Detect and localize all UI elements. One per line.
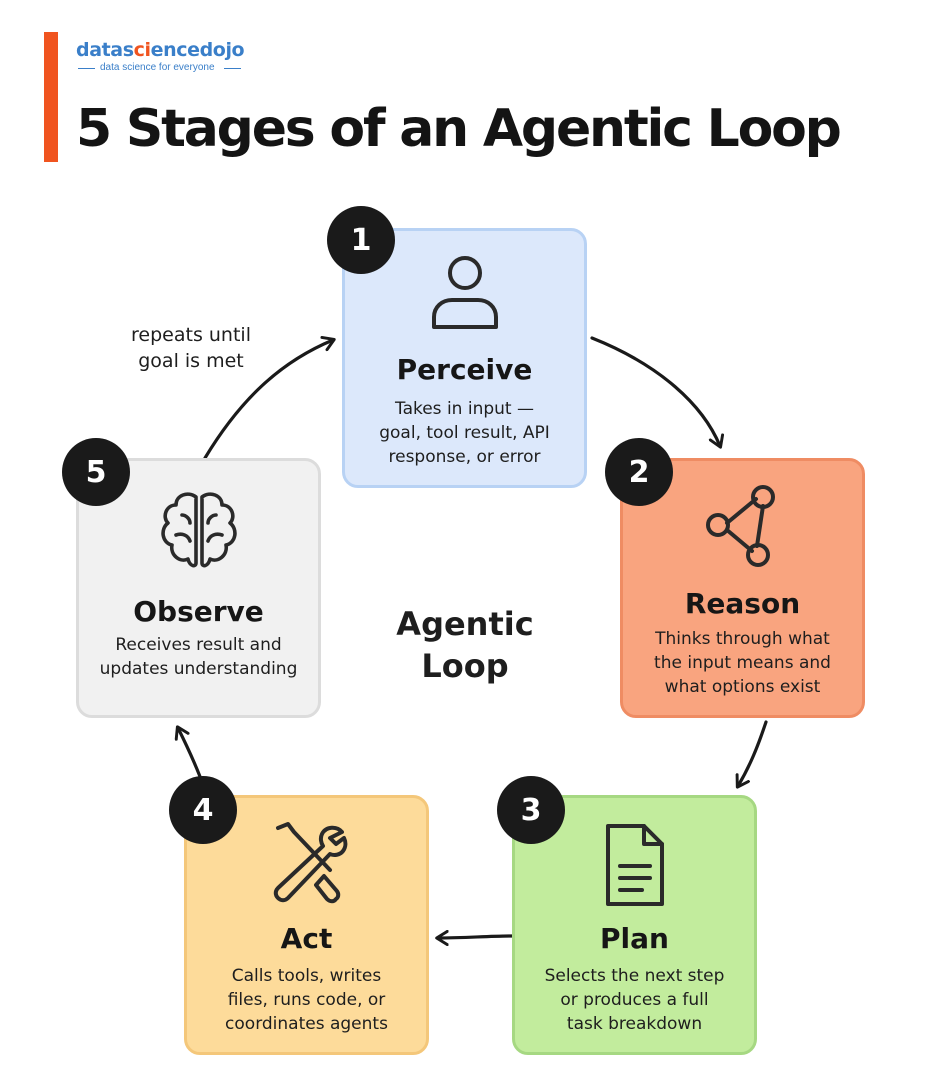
desc-line: what options exist bbox=[664, 677, 821, 697]
stage-name-perceive: Perceive bbox=[396, 353, 533, 386]
repeat-note: repeats until goal is met bbox=[100, 322, 282, 374]
step-badge-4: 4 bbox=[169, 776, 237, 844]
step-badge-5: 5 bbox=[62, 438, 130, 506]
desc-line: or produces a full bbox=[560, 990, 709, 1010]
stage-card-reason: Reason Thinks through what the input mea… bbox=[620, 458, 865, 718]
stage-name-act: Act bbox=[280, 922, 333, 955]
desc-line: updates understanding bbox=[99, 659, 298, 679]
arrow-perceive-to-reason bbox=[590, 336, 720, 446]
stage-name-plan: Plan bbox=[600, 922, 669, 955]
logo-text-prefix: datas bbox=[76, 39, 134, 61]
title-accent-bar bbox=[44, 32, 58, 162]
desc-line: response, or error bbox=[388, 447, 541, 467]
center-label: Agentic Loop bbox=[365, 603, 565, 687]
desc-line: Calls tools, writes bbox=[231, 966, 382, 986]
user-icon bbox=[431, 256, 498, 329]
arrow-reason-to-plan bbox=[738, 720, 768, 786]
stage-card-perceive: Perceive Takes in input — goal, tool res… bbox=[342, 228, 587, 488]
arrow-plan-to-act bbox=[438, 936, 515, 938]
desc-line: Receives result and bbox=[115, 635, 282, 655]
stage-desc-act: Calls tools, writes files, runs code, or… bbox=[195, 964, 418, 1036]
desc-line: coordinates agents bbox=[225, 1014, 388, 1034]
desc-line: the input means and bbox=[654, 653, 831, 673]
page-title: 5 Stages of an Agentic Loop bbox=[76, 99, 842, 159]
logo-text-middle: ci bbox=[133, 39, 151, 61]
logo-wordmark: datasciencedojo bbox=[76, 38, 276, 62]
center-label-line: Agentic bbox=[396, 605, 534, 643]
stage-card-act: Act Calls tools, writes files, runs code… bbox=[184, 795, 429, 1055]
center-label-line: Loop bbox=[421, 647, 509, 685]
desc-line: task breakdown bbox=[566, 1014, 703, 1034]
desc-line: Thinks through what bbox=[655, 629, 830, 649]
step-badge-3: 3 bbox=[497, 776, 565, 844]
step-badge-1: 1 bbox=[327, 206, 395, 274]
stage-name-reason: Reason bbox=[684, 587, 801, 620]
repeat-note-line: repeats until bbox=[131, 324, 251, 346]
network-nodes-icon bbox=[705, 485, 775, 567]
brain-icon bbox=[160, 492, 237, 568]
desc-line: files, runs code, or bbox=[227, 990, 386, 1010]
stage-desc-plan: Selects the next step or produces a full… bbox=[523, 964, 746, 1036]
logo-tagline: data science for everyone bbox=[76, 62, 276, 74]
desc-line: Takes in input — bbox=[395, 399, 534, 419]
stage-desc-reason: Thinks through what the input means and … bbox=[631, 627, 854, 699]
document-icon bbox=[605, 824, 664, 906]
stage-card-observe: Observe Receives result and updates unde… bbox=[76, 458, 321, 718]
logo-text-suffix: encedojo bbox=[150, 39, 245, 61]
stage-card-plan: Plan Selects the next step or produces a… bbox=[512, 795, 757, 1055]
datasciencedojo-logo: datasciencedojo data science for everyon… bbox=[76, 38, 276, 74]
tools-icon bbox=[273, 822, 347, 904]
repeat-note-line: goal is met bbox=[138, 350, 244, 372]
desc-line: Selects the next step bbox=[544, 966, 725, 986]
stage-desc-perceive: Takes in input — goal, tool result, API … bbox=[353, 397, 576, 469]
step-badge-2: 2 bbox=[605, 438, 673, 506]
desc-line: goal, tool result, API bbox=[379, 423, 550, 443]
stage-name-observe: Observe bbox=[133, 595, 264, 628]
stage-desc-observe: Receives result and updates understandin… bbox=[87, 633, 310, 681]
